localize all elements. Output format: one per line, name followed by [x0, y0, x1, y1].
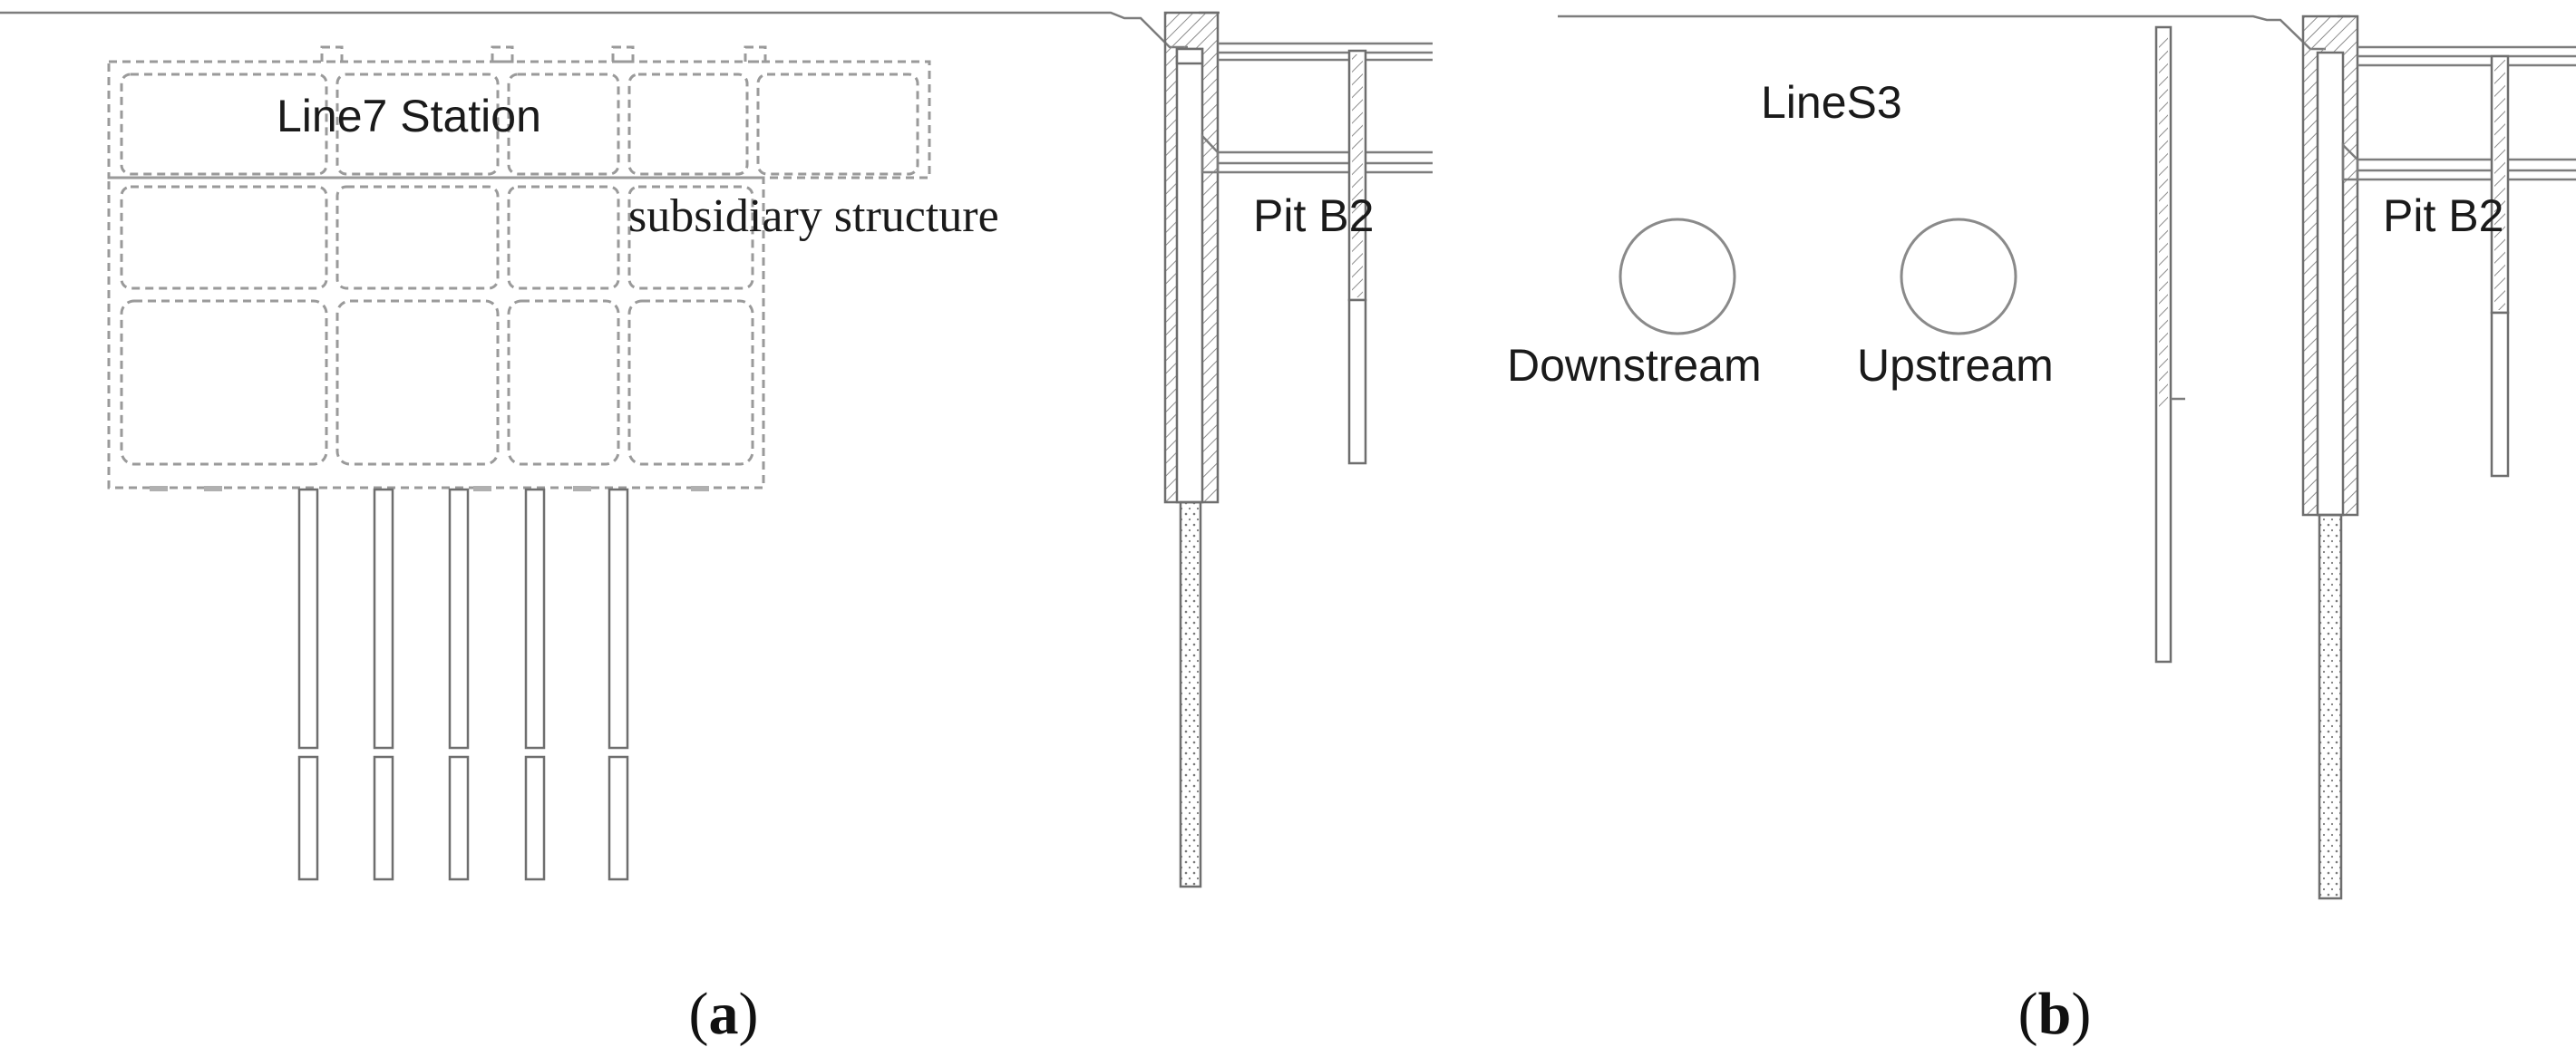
- line7-station-outline: [107, 45, 931, 491]
- retaining-wall-a: [1163, 11, 1220, 888]
- label-line7-station: Line7 Station: [277, 91, 541, 141]
- label-pit-b2-b: Pit B2: [2383, 190, 2503, 241]
- panel-a: Line7 Station subsidiary structure Pit B…: [0, 11, 1433, 1047]
- panel-b: LineS3 Downstream Upstream Pit B2 (b): [1507, 15, 2576, 1047]
- pit-column-a: [1347, 49, 1367, 465]
- label-downstream: Downstream: [1507, 340, 1762, 391]
- ground-line-b: [1558, 15, 2350, 51]
- pit-slabs-a: [1201, 42, 1433, 174]
- ground-line: [0, 11, 1220, 49]
- caption-b: (b): [2018, 981, 2092, 1047]
- caption-a-letter: a: [709, 981, 739, 1047]
- station-piles: [297, 488, 629, 881]
- tunnel-upstream: [1900, 218, 2017, 335]
- pit-slabs-b: [2341, 45, 2576, 181]
- caption-b-letter: b: [2038, 981, 2072, 1047]
- label-upstream: Upstream: [1857, 340, 2054, 391]
- tunnel-downstream: [1619, 218, 1736, 335]
- pile-b: [2154, 25, 2185, 664]
- label-lines3: LineS3: [1761, 77, 1902, 128]
- pit-column-b: [2490, 54, 2510, 478]
- retaining-wall-b: [2301, 15, 2359, 900]
- caption-a: (a): [689, 981, 759, 1047]
- label-pit-b2-a: Pit B2: [1253, 190, 1374, 241]
- label-subsidiary-structure: subsidiary structure: [628, 190, 999, 242]
